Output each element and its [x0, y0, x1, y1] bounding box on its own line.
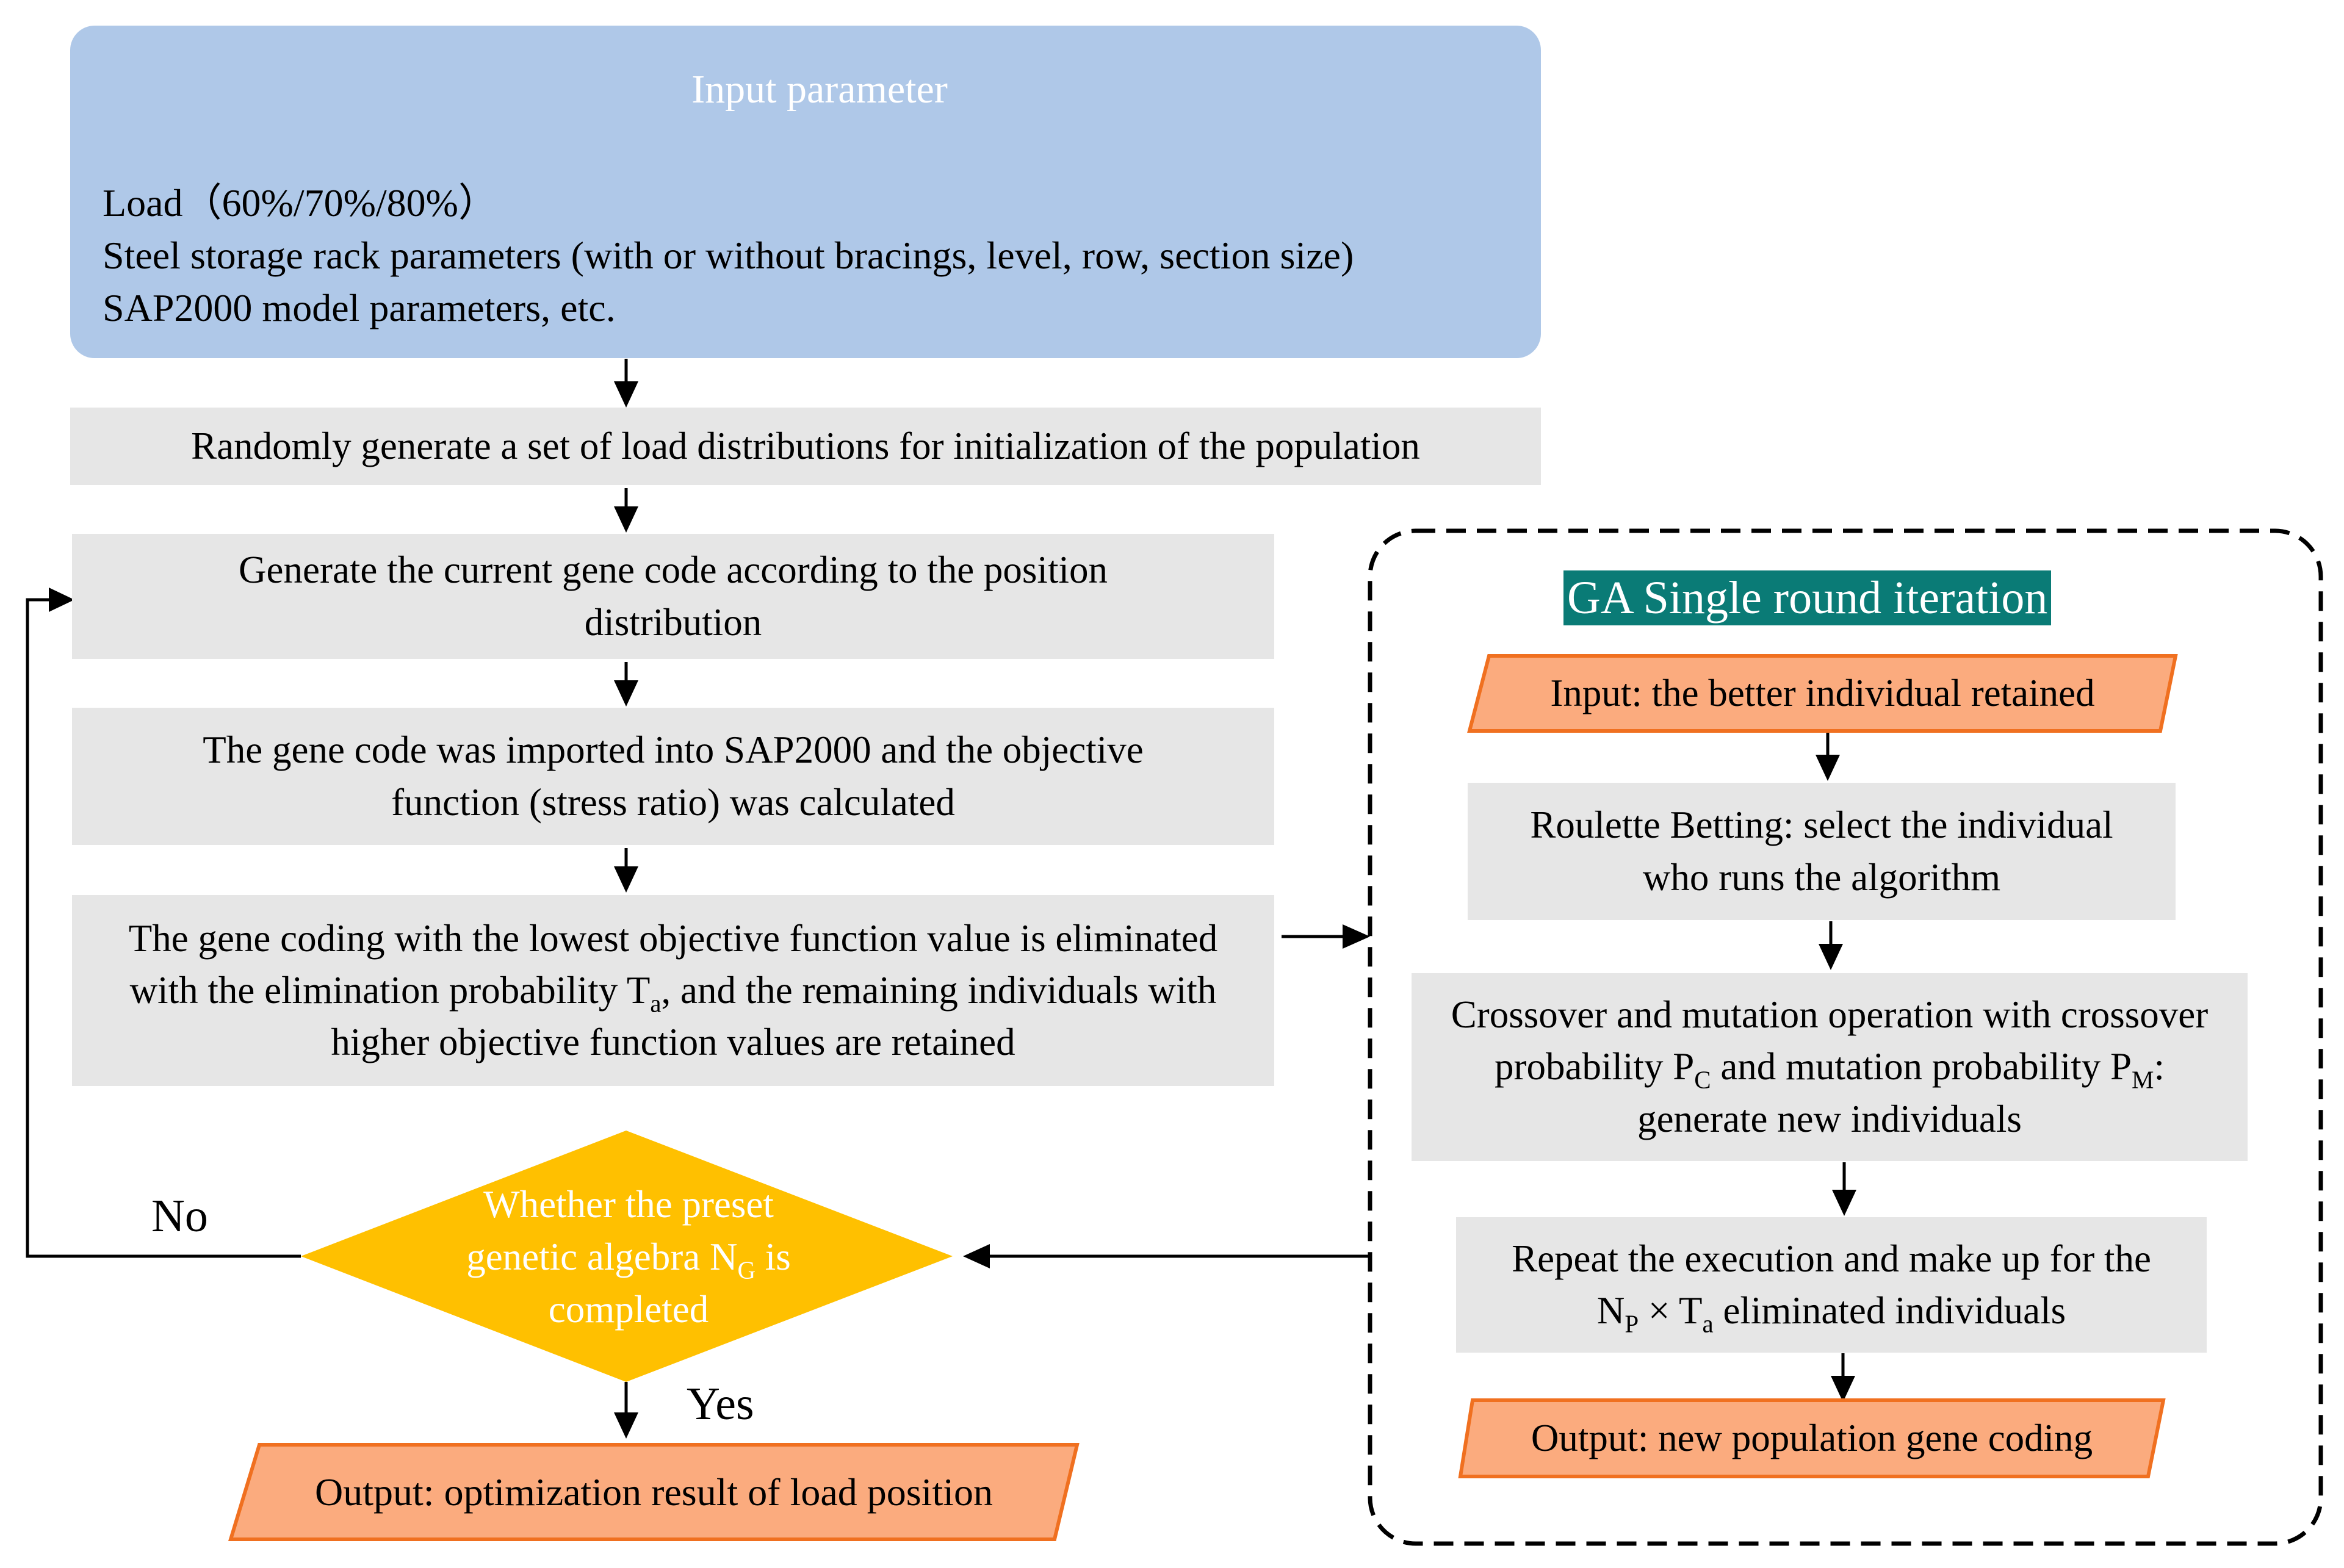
- crossover-text-a-sub: C: [1694, 1066, 1711, 1094]
- ga-panel-border: [1368, 528, 2323, 1546]
- input-header-label: Input parameter: [266, 52, 1373, 127]
- crossover-text-a: Crossover and mutation operation with cr…: [1451, 993, 2209, 1088]
- ga-input-text: Input: the better individual retained: [1550, 672, 2095, 714]
- crossover-text-b-sub: M: [2132, 1066, 2154, 1094]
- input-params-text: Load（60%/70%/80%） Steel storage rack par…: [103, 177, 1531, 334]
- decision-text-pre: Whether the preset genetic algebra N: [466, 1183, 774, 1278]
- arrowhead: [1343, 924, 1370, 949]
- eliminate-box: The gene coding with the lowest objectiv…: [72, 895, 1274, 1086]
- input-header-text: Input parameter: [691, 67, 948, 112]
- roulette-box: Roulette Betting: select the individual …: [1468, 783, 2176, 920]
- arrowhead: [614, 866, 638, 893]
- crossover-text-b: and mutation probability P: [1711, 1045, 2132, 1088]
- no-label: No: [151, 1190, 208, 1242]
- ga-output-shape: [1458, 1398, 2166, 1478]
- output-main-label: Output: optimization result of load posi…: [231, 1445, 1077, 1539]
- decision-diamond: [301, 1131, 953, 1382]
- arrowhead: [963, 1244, 990, 1268]
- arrowhead: [614, 680, 638, 707]
- arrowhead: [1832, 1190, 1856, 1216]
- output-main-text: Output: optimization result of load posi…: [315, 1470, 993, 1514]
- eliminate-text-post: , and the remaining individuals with hig…: [331, 968, 1217, 1064]
- repeat-text-b-sub: a: [1702, 1310, 1714, 1338]
- arrowhead: [49, 588, 74, 612]
- ga-output-label: Output: new population gene coding: [1460, 1400, 2163, 1476]
- eliminate-text-pre: The gene coding with the lowest objectiv…: [128, 916, 1218, 1012]
- ga-title: GA Single round iteration: [1563, 570, 2052, 625]
- eliminate-text-sub: a: [650, 990, 662, 1018]
- input-panel: [70, 26, 1541, 358]
- gene-code-box: Generate the current gene code according…: [72, 534, 1274, 659]
- arrowhead: [1816, 755, 1840, 781]
- arrowhead: [1819, 944, 1843, 970]
- import-sap-box: The gene code was imported into SAP2000 …: [72, 708, 1274, 845]
- crossover-text: Crossover and mutation operation with cr…: [1448, 989, 2211, 1145]
- import-sap-text: The gene code was imported into SAP2000 …: [203, 728, 1144, 824]
- eliminate-text: The gene coding with the lowest objectiv…: [96, 913, 1250, 1068]
- arrowhead: [1831, 1376, 1855, 1402]
- decision-text: Whether the preset genetic algebra NG is…: [427, 1178, 830, 1336]
- decision-text-sub: G: [737, 1256, 756, 1284]
- input-param-rack: Steel storage rack parameters (with or w…: [103, 234, 1354, 277]
- repeat-text-b: × T: [1639, 1289, 1703, 1332]
- decision-text-post: is completed: [548, 1235, 791, 1331]
- ga-output-text: Output: new population gene coding: [1531, 1417, 2093, 1459]
- arrowhead: [614, 381, 638, 408]
- decision-label: Whether the preset genetic algebra NG is…: [427, 1183, 830, 1331]
- repeat-text-a: Repeat the execution and make up for the…: [1512, 1237, 2151, 1332]
- yes-label: Yes: [687, 1378, 754, 1430]
- repeat-box: Repeat the execution and make up for the…: [1456, 1217, 2207, 1353]
- roulette-text: Roulette Betting: select the individual …: [1530, 804, 2113, 899]
- input-param-sap: SAP2000 model parameters, etc.: [103, 286, 616, 329]
- repeat-text-a-sub: P: [1625, 1310, 1639, 1338]
- ga-title-text: GA Single round iteration: [1567, 572, 2048, 624]
- output-main-shape: [228, 1443, 1080, 1541]
- random-init-box: Randomly generate a set of load distribu…: [70, 408, 1541, 485]
- crossover-box: Crossover and mutation operation with cr…: [1412, 973, 2248, 1161]
- repeat-text-c: eliminated individuals: [1713, 1289, 2066, 1332]
- ga-input-shape: [1467, 654, 2178, 733]
- ga-input-label: Input: the better individual retained: [1470, 656, 2176, 731]
- arrowhead: [614, 506, 638, 533]
- gene-code-text: Generate the current gene code according…: [239, 548, 1108, 644]
- repeat-text: Repeat the execution and make up for the…: [1493, 1233, 2170, 1337]
- arrowhead: [614, 1412, 638, 1439]
- input-param-load: Load（60%/70%/80%）: [103, 181, 497, 225]
- loop-no-line: [26, 598, 301, 1258]
- crossover-text-c: : generate new individuals: [1637, 1045, 2165, 1140]
- random-init-text: Randomly generate a set of load distribu…: [191, 424, 1420, 467]
